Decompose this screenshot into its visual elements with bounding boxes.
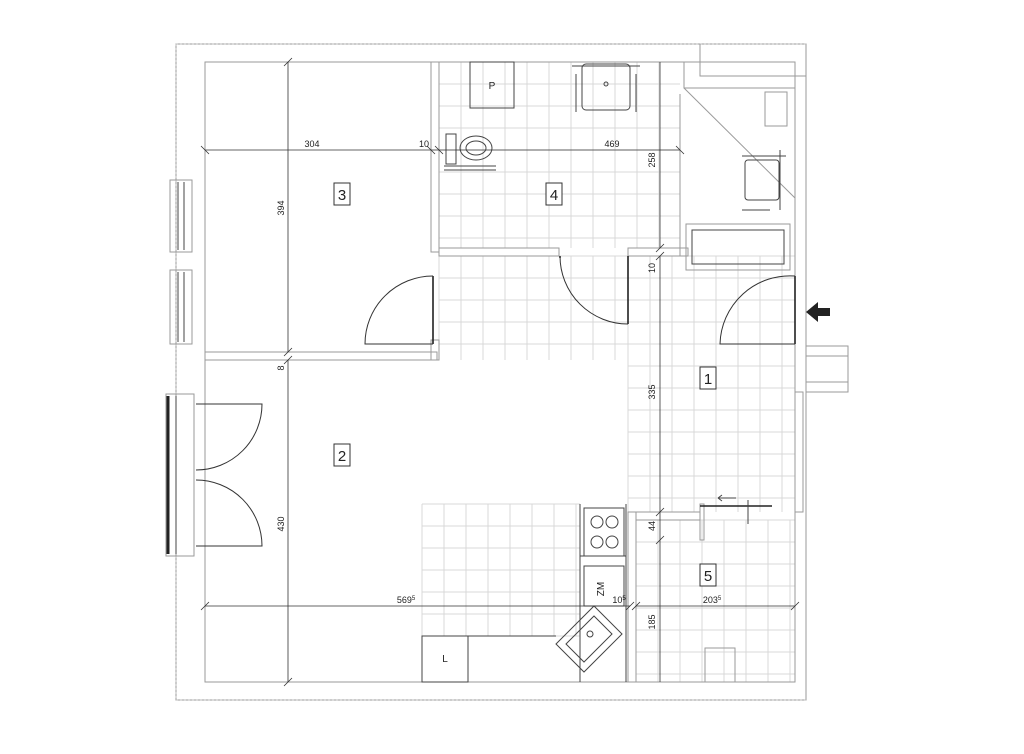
slide-arrow-icon bbox=[717, 494, 736, 502]
arrow-left-icon bbox=[806, 302, 830, 322]
dim-430: 430 bbox=[276, 516, 286, 531]
dim-394: 394 bbox=[276, 200, 286, 215]
outer-walls bbox=[175, 43, 849, 701]
dim-569: 5695 bbox=[397, 595, 416, 605]
dim-10-top: 10 bbox=[419, 139, 429, 149]
fridge-label: L bbox=[442, 654, 448, 665]
bathroom-fixtures bbox=[444, 61, 791, 271]
room-labels: 3 4 1 2 5 bbox=[333, 182, 717, 587]
doors bbox=[195, 255, 796, 547]
dim-10-kitchen: 105 bbox=[612, 595, 626, 605]
dimension-labels: 304 10 469 258 394 10 8 335 430 44 5695 … bbox=[276, 139, 722, 630]
dimension-lines bbox=[200, 57, 800, 687]
room-number-3: 3 bbox=[338, 187, 346, 204]
washer-label: P bbox=[489, 81, 496, 92]
room-number-4: 4 bbox=[550, 187, 558, 204]
zm-label: ZM bbox=[596, 582, 607, 596]
dim-258: 258 bbox=[647, 152, 657, 167]
windows bbox=[165, 179, 195, 557]
dim-469: 469 bbox=[604, 139, 619, 149]
room-number-5: 5 bbox=[704, 568, 712, 585]
dim-203: 2035 bbox=[703, 595, 722, 605]
dim-185: 185 bbox=[647, 614, 657, 629]
room-number-1: 1 bbox=[704, 371, 712, 388]
room-number-2: 2 bbox=[338, 448, 346, 465]
dim-44: 44 bbox=[647, 521, 657, 531]
dim-10-hall: 10 bbox=[647, 263, 657, 273]
interior-walls bbox=[204, 61, 804, 683]
dim-304: 304 bbox=[304, 139, 319, 149]
dim-8: 8 bbox=[276, 365, 286, 370]
washer-box bbox=[469, 61, 515, 109]
kitchen-fixtures bbox=[421, 504, 627, 683]
dim-335: 335 bbox=[647, 384, 657, 399]
